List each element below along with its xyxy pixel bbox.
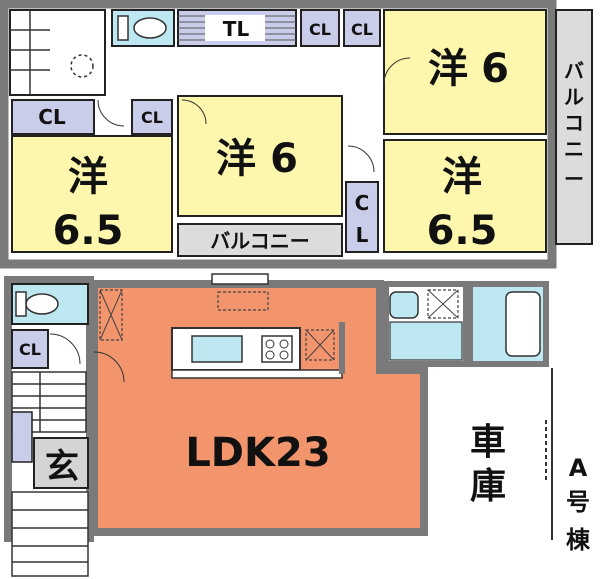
ldk-label: LDK23 [185,430,330,476]
room-top-right-size: 6 [481,46,509,92]
neighbor-label-a: A [569,454,588,482]
room-bottom-right [383,139,547,253]
pantry-cross-2 [305,329,335,361]
ldk-door-swing [93,351,125,383]
room-left-kanji: 洋 [68,154,108,200]
closet-vertical-l: L [356,223,369,247]
closet-left-label: CL [38,105,66,129]
svg-text:ル: ル [564,85,584,109]
room-top-right [383,9,547,135]
door-swing-left [97,99,125,127]
fridge-space [99,289,123,341]
room-top-right-kanji: 洋 [428,46,468,92]
closet-top-2-label: CL [351,20,373,39]
bathtub-icon [505,291,541,357]
entrance [33,437,89,489]
neighbor-label-go: 号 [566,488,590,516]
balcony-bottom [177,223,343,257]
top-light-space [217,291,269,311]
room-center [177,95,343,217]
toilet-icon [133,17,167,39]
garage-label-2: 庫 [470,466,506,507]
closet-vertical-c: C [355,191,370,215]
closet-left [11,99,95,135]
neighbor-label-to: 棟 [566,526,591,554]
lower-door-swing-1 [49,333,81,365]
garage-label-1: 車 [470,422,506,463]
stair-area [9,9,106,96]
kitchen-low-counter [171,369,343,379]
lower-closet [11,329,49,369]
room-left [11,135,173,253]
room-bottom-right-kanji: 洋 [442,154,482,200]
stair-steps [10,10,50,95]
washroom-floor [389,321,463,361]
lower-closet-label: CL [19,340,41,359]
hall-light-icon [70,54,94,78]
svg-text:ー: ー [564,167,584,191]
room-left-size: 6.5 [53,208,124,254]
sink-icon [191,335,243,363]
pantry-dashed [305,329,335,361]
shoe-closet [11,411,33,463]
fridge-cross-2 [99,289,123,341]
svg-text:ニ: ニ [564,137,584,161]
balcony-bottom-label: バルコニー [210,229,310,253]
room-bottom-right-size: 6.5 [427,208,498,254]
closet-top-2 [343,9,381,47]
balcony-right-label: バ ル コ ニ ー [564,59,584,191]
door-swing-bottom-right [347,145,375,173]
ldk-room [90,280,428,536]
washer-space [427,289,459,319]
svg-text:コ: コ [564,111,584,135]
stove-icon [261,335,293,363]
tl-label: TL [223,17,250,41]
closet-top-1 [300,9,340,47]
closet-mid-label: CL [141,108,163,127]
entrance-label: 玄 [45,447,79,487]
room-center-size: 6 [270,136,298,182]
closet-vertical [345,181,379,253]
washer-cross-2 [427,289,459,319]
toilet-tank-icon [117,15,129,41]
ldk-top-window [211,273,269,285]
lower-toilet-icon [25,293,59,315]
porch-steps [11,491,89,577]
svg-text:バ: バ [564,59,584,83]
door-swing-center [181,99,207,125]
lower-toilet-tank-icon [15,291,27,317]
closet-top-1-label: CL [309,20,331,39]
tl-label-bg [205,15,265,41]
door-swing-top-right [383,57,411,85]
balcony-right [555,9,593,245]
room-center-kanji: 洋 [216,136,256,182]
closet-mid [131,99,173,135]
washbasin-icon [389,291,419,319]
